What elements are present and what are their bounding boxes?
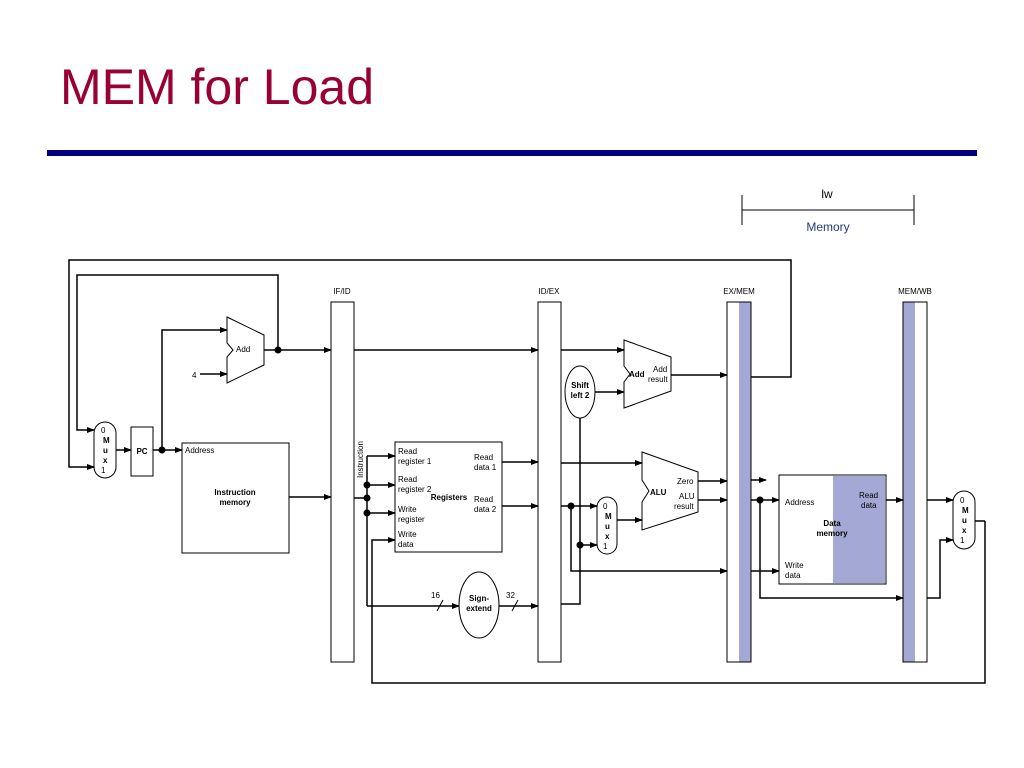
svg-text:Data: Data: [823, 519, 841, 528]
svg-text:Read: Read: [859, 491, 878, 500]
shift-left-2: Shift left 2: [564, 365, 596, 419]
svg-text:Write: Write: [398, 505, 417, 514]
svg-text:1: 1: [603, 542, 608, 551]
svg-text:extend: extend: [466, 604, 492, 613]
program-counter: PC: [130, 426, 154, 477]
svg-text:Shift: Shift: [571, 381, 589, 390]
svg-text:Read: Read: [398, 447, 417, 456]
svg-text:0: 0: [101, 426, 106, 435]
data-memory: Address Read data Data memory Write data: [778, 474, 887, 585]
ex-mem-highlight: [739, 302, 751, 662]
pc-adder: Add 4: [192, 316, 265, 384]
svg-text:0: 0: [960, 496, 965, 505]
slide-title: MEM for Load: [60, 59, 375, 115]
writeback-mux: 0 M u x 1: [952, 490, 976, 550]
mem-wb-label: MEM/WB: [898, 287, 932, 296]
svg-text:0: 0: [603, 502, 608, 511]
pipeline-registers: IF/ID ID/EX EX/MEM MEM/WB: [330, 287, 932, 663]
svg-text:memory: memory: [816, 529, 848, 538]
svg-text:u: u: [103, 446, 108, 455]
svg-text:data: data: [785, 571, 801, 580]
bits-32: 32: [506, 591, 515, 600]
svg-text:Read: Read: [474, 495, 493, 504]
register-file: Read register 1 Read register 2 Register…: [394, 441, 503, 553]
svg-text:left 2: left 2: [571, 391, 590, 400]
mem-wb-highlight: [903, 302, 915, 662]
svg-text:Sign-: Sign-: [469, 594, 489, 603]
svg-text:data 1: data 1: [474, 463, 497, 472]
branch-adder: Add Add result: [623, 339, 672, 409]
svg-text:Read: Read: [398, 475, 417, 484]
stage-instruction: lw: [821, 187, 833, 201]
svg-text:data: data: [398, 540, 414, 549]
alu-src-mux: 0 M u x 1: [596, 496, 618, 555]
svg-text:Address: Address: [185, 446, 214, 455]
svg-text:Registers: Registers: [431, 493, 468, 502]
svg-text:x: x: [103, 456, 108, 465]
ex-mem-label: EX/MEM: [723, 287, 755, 296]
svg-text:data: data: [861, 501, 877, 510]
data-memory-highlight: [833, 476, 885, 583]
junction-dots: [158, 346, 764, 549]
svg-text:Read: Read: [474, 453, 493, 462]
svg-text:Write: Write: [398, 530, 417, 539]
svg-text:ALU: ALU: [679, 492, 695, 501]
svg-text:M: M: [103, 436, 110, 445]
svg-text:u: u: [605, 522, 610, 531]
svg-text:x: x: [962, 526, 967, 535]
svg-text:PC: PC: [136, 447, 147, 456]
svg-text:Add: Add: [236, 345, 250, 354]
if-id-label: IF/ID: [333, 287, 351, 296]
constant-four: 4: [192, 371, 197, 380]
svg-text:x: x: [605, 532, 610, 541]
svg-text:memory: memory: [219, 498, 251, 507]
instruction-memory: Address Instruction memory: [181, 442, 290, 554]
svg-text:Address: Address: [785, 498, 814, 507]
svg-text:result: result: [674, 502, 694, 511]
svg-text:Zero: Zero: [677, 477, 694, 486]
svg-text:M: M: [962, 506, 969, 515]
stage-name: Memory: [806, 220, 849, 234]
bits-16: 16: [431, 591, 440, 600]
svg-text:Write: Write: [785, 561, 804, 570]
if-id-register: [330, 301, 355, 663]
svg-text:register: register: [398, 515, 425, 524]
sign-extend: Sign- extend 16 32: [431, 571, 515, 639]
svg-text:Add: Add: [629, 370, 645, 379]
svg-text:1: 1: [960, 536, 965, 545]
stage-indicator: lw Memory: [741, 187, 915, 234]
svg-text:1: 1: [101, 466, 106, 475]
svg-text:Instruction: Instruction: [214, 488, 255, 497]
svg-text:M: M: [605, 512, 612, 521]
svg-text:register 2: register 2: [398, 485, 432, 494]
id-ex-register: [537, 301, 562, 663]
svg-text:result: result: [648, 375, 668, 384]
svg-text:ALU: ALU: [650, 488, 667, 497]
id-ex-label: ID/EX: [539, 287, 561, 296]
title-rule: [47, 150, 977, 156]
instruction-label: Instruction: [356, 441, 365, 478]
pc-mux: 0 M u x 1: [93, 421, 117, 479]
svg-text:u: u: [962, 516, 967, 525]
svg-text:register 1: register 1: [398, 457, 432, 466]
svg-text:data 2: data 2: [474, 505, 497, 514]
svg-text:Add: Add: [653, 365, 667, 374]
alu: ALU Zero ALU result: [641, 451, 699, 531]
